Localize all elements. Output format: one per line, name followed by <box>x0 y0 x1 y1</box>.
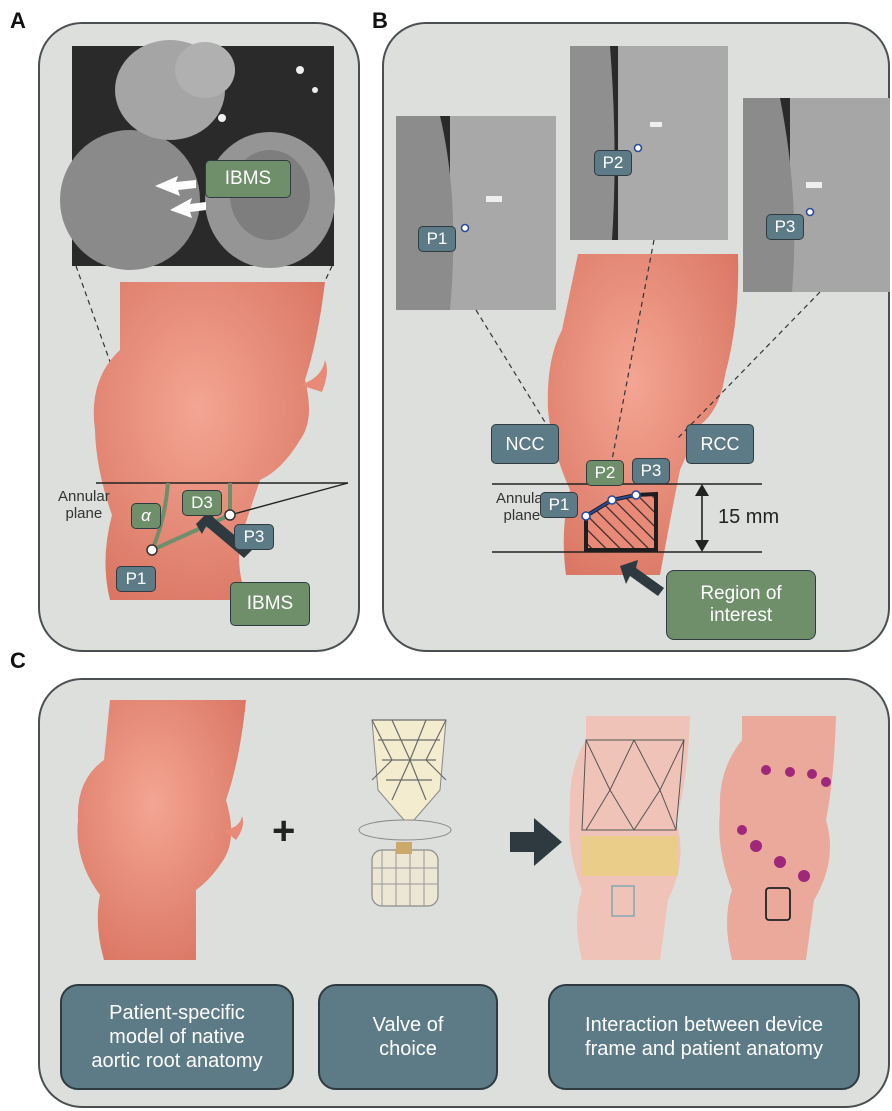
p3-ct-label: P3 <box>766 214 804 240</box>
aortic-root-model-a <box>94 282 325 600</box>
annular-plane-label-a: Annular plane <box>58 488 110 523</box>
ct-inset-p3 <box>743 98 890 292</box>
valve-stent-image <box>359 720 451 840</box>
interaction-model-2 <box>719 716 836 960</box>
region-of-interest-label: Region of interest <box>666 570 816 640</box>
alpha-angle-label: α <box>131 503 161 529</box>
ibms-label: IBMS <box>230 582 310 626</box>
p2-roi-label: P2 <box>586 460 624 486</box>
p3-point-label-a: P3 <box>234 524 274 550</box>
distance-label: 15 mm <box>718 506 779 529</box>
ct-inset-p1 <box>396 116 556 310</box>
d3-distance-label: D3 <box>182 490 222 516</box>
ct-inset-p2 <box>570 46 728 240</box>
caption-patient-model: Patient-specific model of native aortic … <box>60 984 294 1090</box>
plus-icon: + <box>272 808 295 854</box>
caption-interaction: Interaction between device frame and pat… <box>548 984 860 1090</box>
valve-surgical-image <box>372 842 438 906</box>
p3-roi-label: P3 <box>632 458 670 484</box>
ct-image-a <box>60 40 335 270</box>
interaction-model-1 <box>569 716 690 960</box>
patient-specific-model <box>77 700 246 960</box>
p2-ct-label: P2 <box>594 150 632 176</box>
p1-point-label-a: P1 <box>116 566 156 592</box>
right-arrow-icon <box>510 818 562 866</box>
p1-roi-label: P1 <box>540 492 578 518</box>
ibms-ct-label: IBMS <box>205 160 291 198</box>
caption-valve-of-choice: Valve of choice <box>318 984 498 1090</box>
rcc-label: RCC <box>686 424 754 464</box>
p1-ct-label: P1 <box>418 226 456 252</box>
ncc-label: NCC <box>491 424 559 464</box>
